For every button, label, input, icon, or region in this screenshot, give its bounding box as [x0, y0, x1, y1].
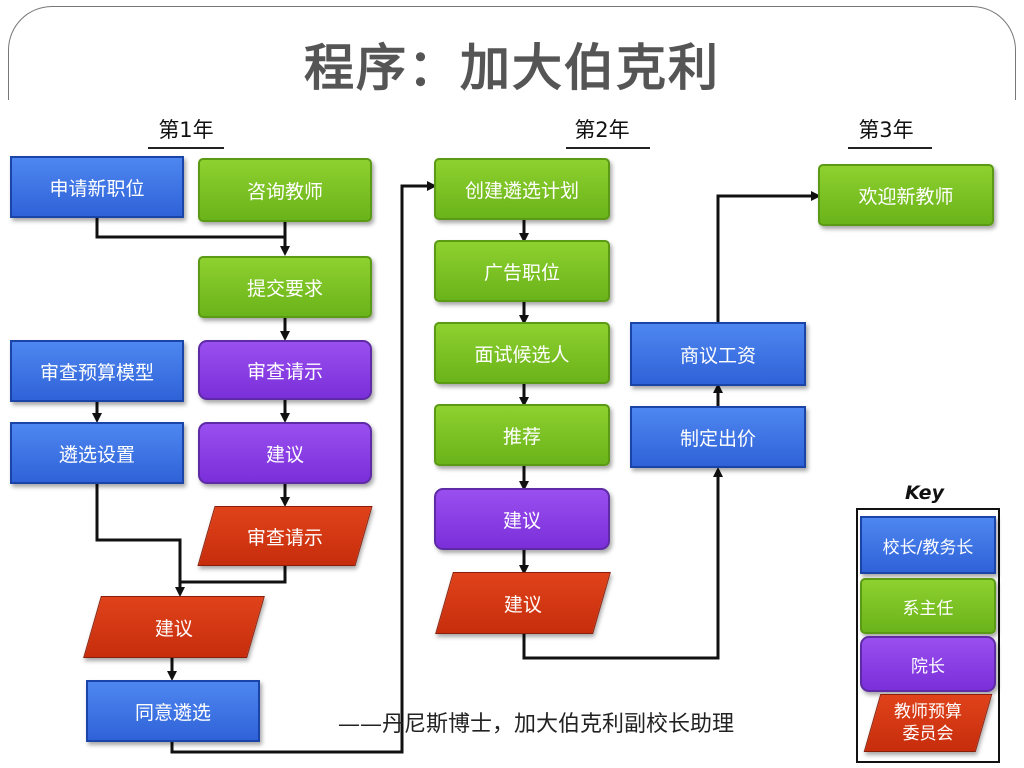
page-title: 程序：加大伯克利 — [304, 39, 720, 97]
frame-mask — [0, 100, 1024, 160]
recommend-purple-box-1: 建议 — [198, 422, 372, 484]
review-request-red-label: 审查请示 — [246, 526, 323, 549]
new-position-box: 申请新职位 — [10, 156, 184, 218]
recommend-purple-box-2: 建议 — [434, 488, 610, 550]
approve-search-box: 同意遴选 — [86, 680, 260, 742]
recommend-green-box: 推荐 — [434, 404, 610, 466]
make-offer-box: 制定出价 — [630, 406, 806, 468]
key-red-label: 教师预算委员会 — [894, 702, 962, 744]
search-setup-box: 遴选设置 — [10, 422, 184, 484]
key-purple-item: 院长 — [860, 636, 996, 692]
key-title: Key — [905, 482, 944, 504]
year-3-underline — [848, 147, 932, 149]
submit-request-box: 提交要求 — [198, 256, 372, 318]
year-1-underline — [148, 147, 224, 149]
year-2-underline — [566, 147, 650, 149]
key-legend — [856, 508, 1000, 763]
year-1-label: 第1年 — [158, 118, 214, 142]
review-request-purple-box: 审查请示 — [198, 340, 372, 400]
recommend-red-box-2: 建议 — [435, 572, 611, 634]
year-3-label: 第3年 — [858, 118, 914, 142]
recommend-red-label-2: 建议 — [503, 593, 542, 616]
year-2-label: 第2年 — [574, 118, 630, 142]
key-blue-item: 校长/教务长 — [860, 516, 996, 574]
recommend-red-box-1: 建议 — [83, 596, 265, 658]
advertise-box: 广告职位 — [434, 240, 610, 302]
consult-faculty-box: 咨询教师 — [198, 158, 372, 222]
budget-review-box: 审查预算模型 — [10, 340, 184, 402]
recommend-red-label-1: 建议 — [154, 617, 193, 640]
negotiate-salary-box: 商议工资 — [630, 322, 806, 386]
review-request-red-box: 审查请示 — [197, 506, 373, 566]
title-frame — [8, 6, 1016, 147]
interview-box: 面试候选人 — [434, 322, 610, 384]
attribution-text: ——丹尼斯博士，加大伯克利副校长助理 — [338, 712, 735, 737]
key-red-item: 教师预算委员会 — [863, 694, 993, 752]
key-green-item: 系主任 — [860, 578, 996, 634]
create-plan-box: 创建遴选计划 — [434, 158, 610, 220]
welcome-faculty-box: 欢迎新教师 — [818, 164, 994, 226]
